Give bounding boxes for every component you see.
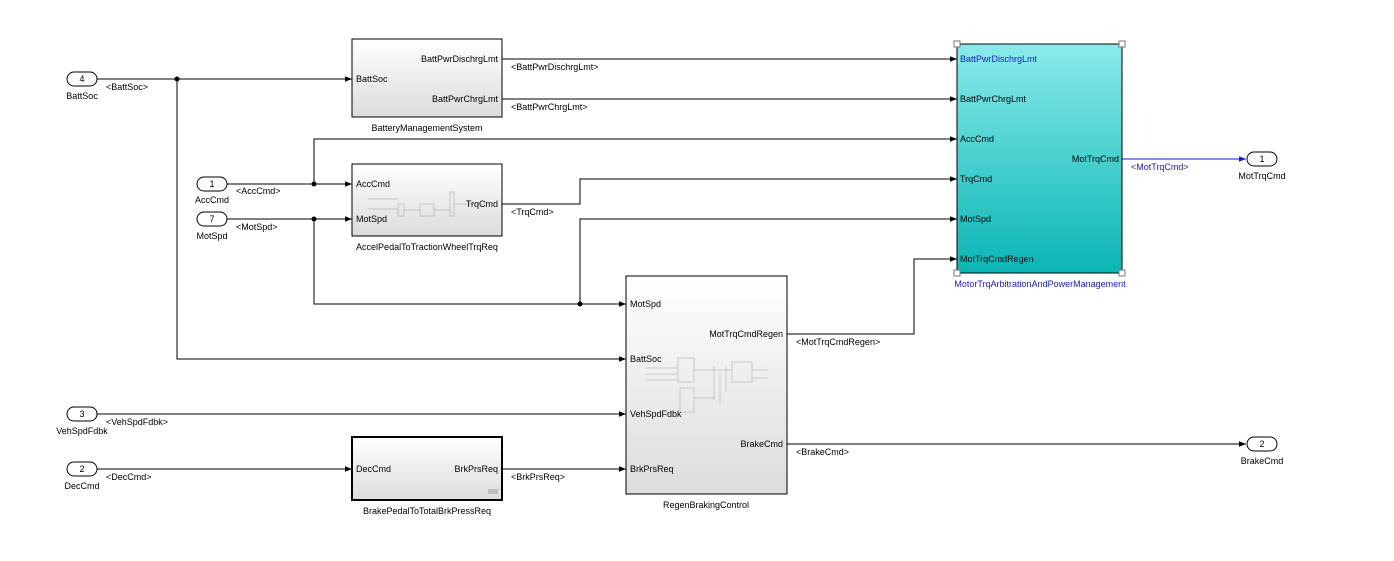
signal-label-deccmd: <DecCmd> xyxy=(106,472,152,482)
selection-handle[interactable] xyxy=(1118,40,1126,48)
block-name: BatteryManagementSystem xyxy=(371,123,482,133)
selection-handle[interactable] xyxy=(1118,269,1126,277)
outport-number: 1 xyxy=(1259,154,1264,164)
branch-point xyxy=(577,301,583,307)
block-brake-pedal-to-total-brk-press-req[interactable]: DecCmd BrkPrsReq BrakePedalToTotalBrkPre… xyxy=(351,436,503,516)
signal-label-mottrqcmd: <MotTrqCmd> xyxy=(1131,162,1189,172)
block-input-port-label: BattSoc xyxy=(356,74,388,84)
inport-name: VehSpdFdbk xyxy=(56,426,108,436)
wire-battsoc-regen[interactable] xyxy=(176,79,626,362)
outport-number: 2 xyxy=(1259,439,1264,449)
block-output-port-label: BattPwrChrgLmt xyxy=(432,94,499,104)
block-name: AccelPedalToTractionWheelTrqReq xyxy=(356,242,498,252)
block-input-port-label: BattPwrChrgLmt xyxy=(960,94,1027,104)
signal-label-trqcmd: <TrqCmd> xyxy=(511,207,554,217)
signal-label-brkprsreq: <BrkPrsReq> xyxy=(511,472,565,482)
inport-name: AccCmd xyxy=(195,195,229,205)
block-battery-management-system[interactable]: BattSoc BattPwrDischrgLmt BattPwrChrgLmt… xyxy=(351,38,503,133)
block-output-port-label: BrakeCmd xyxy=(740,439,783,449)
wire-motspd-regen[interactable] xyxy=(313,219,626,307)
signal-label-mottrqcmdregen: <MotTrqCmdRegen> xyxy=(796,337,880,347)
block-output-port-label: BattPwrDischrgLmt xyxy=(421,54,499,64)
signal-label-acccmd: <AccCmd> xyxy=(236,186,281,196)
block-input-port-label: TrqCmd xyxy=(960,174,992,184)
block-input-port-label: MotSpd xyxy=(356,214,387,224)
block-name: RegenBrakingControl xyxy=(663,500,749,510)
signal-label-battpwrchrg: <BattPwrChrgLmt> xyxy=(511,102,588,112)
block-output-port-label: BrkPrsReq xyxy=(454,464,498,474)
signal-label-brakecmd: <BrakeCmd> xyxy=(796,447,849,457)
selection-handle[interactable] xyxy=(953,40,961,48)
block-input-port-label: MotTrqCmdRegen xyxy=(960,254,1034,264)
outport-mottrqcmd[interactable]: 1 MotTrqCmd xyxy=(1238,151,1286,181)
inport-name: DecCmd xyxy=(64,481,99,491)
block-motor-trq-arbitration[interactable]: BattPwrDischrgLmt BattPwrChrgLmt AccCmd … xyxy=(953,40,1126,289)
inport-battsoc[interactable]: 4 BattSoc xyxy=(66,71,98,101)
inport-vehspdfdbk[interactable]: 3 VehSpdFdbk xyxy=(56,406,108,436)
block-input-port-label: AccCmd xyxy=(356,179,390,189)
block-input-port-label: VehSpdFdbk xyxy=(630,409,682,419)
branch-point xyxy=(174,76,180,82)
block-input-port-label: MotSpd xyxy=(960,214,991,224)
signal-label-vehspd: <VehSpdFdbk> xyxy=(106,417,168,427)
inport-number: 1 xyxy=(209,179,214,189)
block-name: MotorTrqArbitrationAndPowerManagement xyxy=(954,279,1126,289)
block-input-port-label: AccCmd xyxy=(960,134,994,144)
branch-point xyxy=(311,216,317,222)
model-reference-icon xyxy=(488,489,498,494)
inport-number: 4 xyxy=(79,74,84,84)
subsystem-preview-icon xyxy=(646,357,768,413)
signal-lines xyxy=(97,56,1246,472)
outport-name: MotTrqCmd xyxy=(1238,171,1285,181)
block-input-port-label: BattSoc xyxy=(630,354,662,364)
inport-deccmd[interactable]: 2 DecCmd xyxy=(64,461,100,491)
inport-number: 3 xyxy=(79,409,84,419)
wire-acccmd-arb[interactable] xyxy=(313,136,957,184)
outport-brakecmd[interactable]: 2 BrakeCmd xyxy=(1241,436,1284,466)
wire-motspd-arb[interactable] xyxy=(579,216,957,304)
signal-label-battpwrdischrg: <BattPwrDischrgLmt> xyxy=(511,62,599,72)
block-input-port-label: BrkPrsReq xyxy=(630,464,674,474)
block-output-port-label: MotTrqCmd xyxy=(1072,154,1119,164)
block-input-port-label: DecCmd xyxy=(356,464,391,474)
inport-number: 2 xyxy=(79,464,84,474)
block-input-port-label: MotSpd xyxy=(630,299,661,309)
signal-labels: <BattSoc> <AccCmd> <MotSpd> <VehSpdFdbk>… xyxy=(106,62,1189,482)
wire-trqcmd[interactable] xyxy=(502,176,957,205)
wire-mottrqcmdregen[interactable] xyxy=(787,256,957,335)
signal-label-motspd: <MotSpd> xyxy=(236,222,278,232)
inport-acccmd[interactable]: 1 AccCmd xyxy=(195,176,229,205)
inport-motspd[interactable]: 7 MotSpd xyxy=(196,211,228,241)
block-accel-pedal-to-traction-wheel-trq-req[interactable]: AccCmd MotSpd TrqCmd AccelPedalToTractio… xyxy=(351,163,503,252)
subsystem-preview-icon xyxy=(368,191,486,217)
signal-label-battsoc: <BattSoc> xyxy=(106,82,148,92)
branch-point xyxy=(311,181,317,187)
block-output-port-label: MotTrqCmdRegen xyxy=(709,329,783,339)
outport-name: BrakeCmd xyxy=(1241,456,1284,466)
inport-number: 7 xyxy=(209,214,214,224)
inport-name: MotSpd xyxy=(196,231,227,241)
inport-name: BattSoc xyxy=(66,91,98,101)
selection-handle[interactable] xyxy=(953,269,961,277)
block-name: BrakePedalToTotalBrkPressReq xyxy=(363,506,491,516)
block-regen-braking-control[interactable]: MotSpd BattSoc VehSpdFdbk BrkPrsReq MotT… xyxy=(625,275,788,510)
block-input-port-label: BattPwrDischrgLmt xyxy=(960,54,1038,64)
block-output-port-label: TrqCmd xyxy=(466,199,498,209)
